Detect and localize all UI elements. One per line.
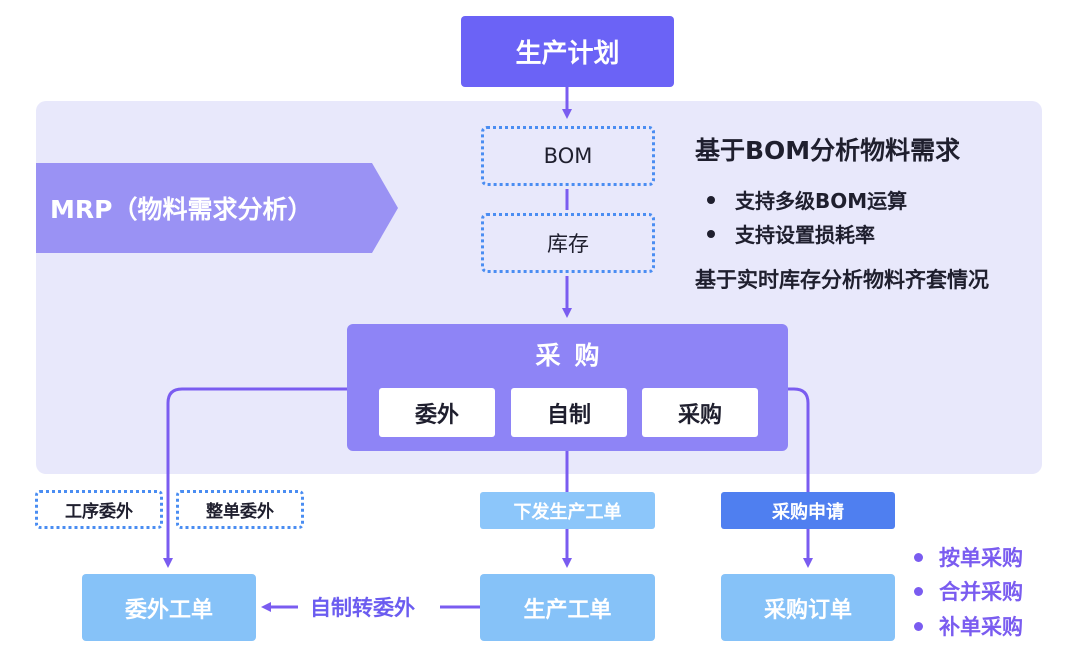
bullet-dot-icon [707,195,715,204]
purchase-group-title: 采购 [535,341,614,370]
bom-node: BOM [481,126,655,186]
info-bullet: 支持多级BOM运算 [707,185,907,214]
purchase-order-node: 采购订单 [721,574,895,641]
bullet-dot-icon [914,552,923,562]
self-to-outsource-label: 自制转委外 [310,596,415,620]
option-purchase: 采购 [642,388,758,437]
purchase-method-text: 补单采购 [939,615,1023,639]
mrp-label: MRP（物料需求分析） [36,163,398,253]
bullet-dot-icon [707,229,715,238]
purchase-method-item: 补单采购 [914,611,1023,641]
info-bullet-text: 支持多级BOM运算 [735,189,908,213]
process-outsource-tag: 工序委外 [35,490,163,529]
option-self-made: 自制 [511,388,627,437]
info-subtitle: 基于实时库存分析物料齐套情况 [695,268,989,292]
inventory-node: 库存 [481,213,655,273]
info-title: 基于BOM分析物料需求 [695,136,961,165]
purchase-request-label: 采购申请 [721,492,895,529]
purchase-group: 采购 委外 自制 采购 [347,324,788,451]
outsource-order-node: 委外工单 [82,574,256,641]
purchase-method-text: 按单采购 [939,546,1023,570]
option-outsource: 委外 [379,388,495,437]
issue-production-order-label: 下发生产工单 [480,492,655,529]
bullet-dot-icon [914,586,923,596]
purchase-method-item: 按单采购 [914,542,1023,572]
production-plan-node: 生产计划 [461,16,674,87]
purchase-method-item: 合并采购 [914,576,1023,606]
purchase-method-text: 合并采购 [939,580,1023,604]
info-bullet: 支持设置损耗率 [707,219,875,248]
bullet-dot-icon [914,621,923,631]
production-order-node: 生产工单 [480,574,655,641]
whole-outsource-tag: 整单委外 [176,490,304,529]
info-bullet-text: 支持设置损耗率 [735,223,875,247]
